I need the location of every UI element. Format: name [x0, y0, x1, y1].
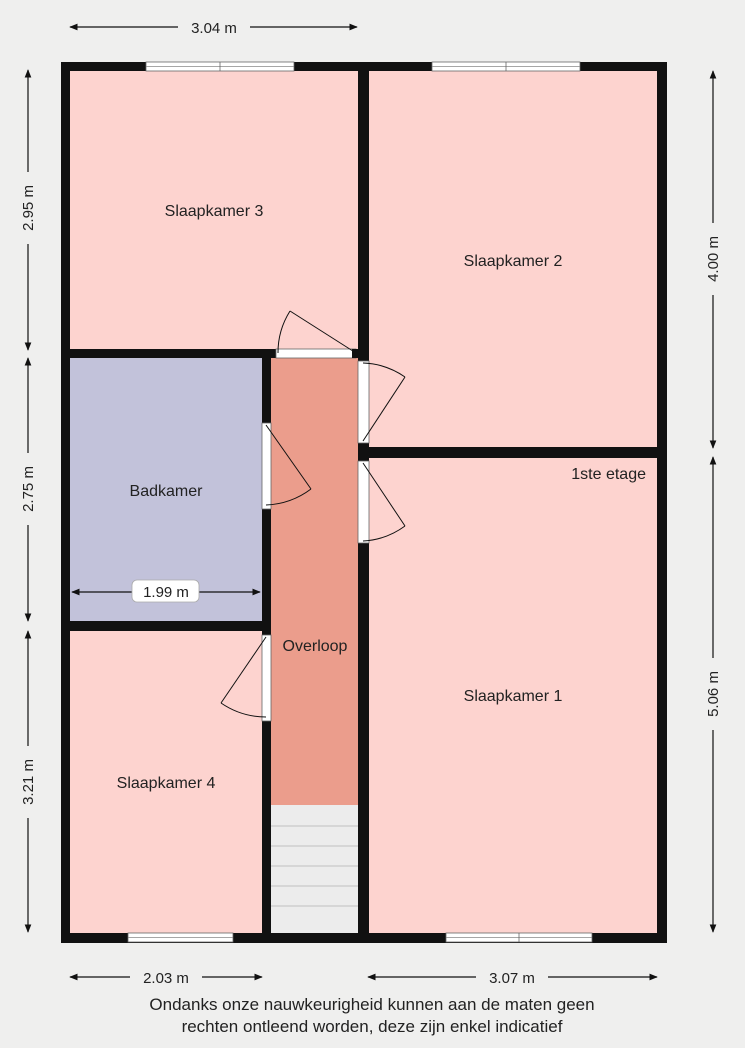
- dim-bathroom-width-label: 1.99 m: [143, 584, 189, 601]
- dim-left-mid-height-label: 2.75 m: [20, 466, 37, 512]
- label-slaapkamer-4: Slaapkamer 4: [117, 775, 216, 792]
- dim-right-bottom-height-label: 5.06 m: [705, 671, 722, 717]
- floor-label: 1ste etage: [571, 466, 646, 483]
- dim-left-bottom-height: 3.21 m: [17, 630, 39, 933]
- window-slaapkamer-2: [431, 61, 581, 72]
- window-slaapkamer-1: [445, 932, 593, 943]
- label-slaapkamer-1: Slaapkamer 1: [464, 688, 563, 705]
- dim-top-width: 3.04 m: [69, 16, 358, 38]
- dim-left-top-height: 2.95 m: [17, 69, 39, 351]
- label-slaapkamer-2: Slaapkamer 2: [464, 253, 563, 270]
- dim-left-bottom-height-label: 3.21 m: [20, 759, 37, 805]
- window-slaapkamer-3: [145, 61, 295, 72]
- room-slaapkamer-4[interactable]: [70, 631, 262, 933]
- dim-top-width-label: 3.04 m: [191, 20, 237, 37]
- label-badkamer: Badkamer: [130, 483, 204, 500]
- door-slaapkamer-2[interactable]: [357, 360, 406, 444]
- door-badkamer[interactable]: [261, 422, 312, 510]
- door-slaapkamer-1[interactable]: [357, 460, 406, 544]
- room-overloop[interactable]: [271, 358, 358, 805]
- dim-right-top-height: 4.00 m: [702, 70, 724, 449]
- disclaimer-line-2: rechten ontleend worden, deze zijn enkel…: [182, 1017, 563, 1036]
- dim-bottom-right-width-label: 3.07 m: [489, 970, 535, 987]
- door-slaapkamer-4[interactable]: [220, 634, 272, 722]
- staircase: [271, 805, 358, 933]
- dim-left-mid-height: 2.75 m: [17, 357, 39, 622]
- dim-bathroom-width: 1.99 m: [71, 579, 261, 603]
- label-overloop: Overloop: [283, 638, 348, 655]
- door-slaapkamer-3[interactable]: [275, 310, 358, 359]
- dim-bottom-right-width: 3.07 m: [367, 966, 658, 988]
- room-slaapkamer-1[interactable]: [369, 458, 657, 933]
- room-slaapkamer-2[interactable]: [369, 71, 657, 447]
- label-slaapkamer-3: Slaapkamer 3: [165, 203, 264, 220]
- disclaimer-line-1: Ondanks onze nauwkeurigheid kunnen aan d…: [149, 995, 594, 1014]
- room-badkamer[interactable]: [70, 358, 262, 621]
- window-slaapkamer-4: [127, 932, 234, 943]
- room-slaapkamer-3[interactable]: [70, 71, 358, 349]
- dim-left-top-height-label: 2.95 m: [20, 185, 37, 231]
- dim-right-bottom-height: 5.06 m: [702, 456, 724, 933]
- dim-bottom-left-width: 2.03 m: [69, 966, 263, 988]
- dim-right-top-height-label: 4.00 m: [705, 236, 722, 282]
- dim-bottom-left-width-label: 2.03 m: [143, 970, 189, 987]
